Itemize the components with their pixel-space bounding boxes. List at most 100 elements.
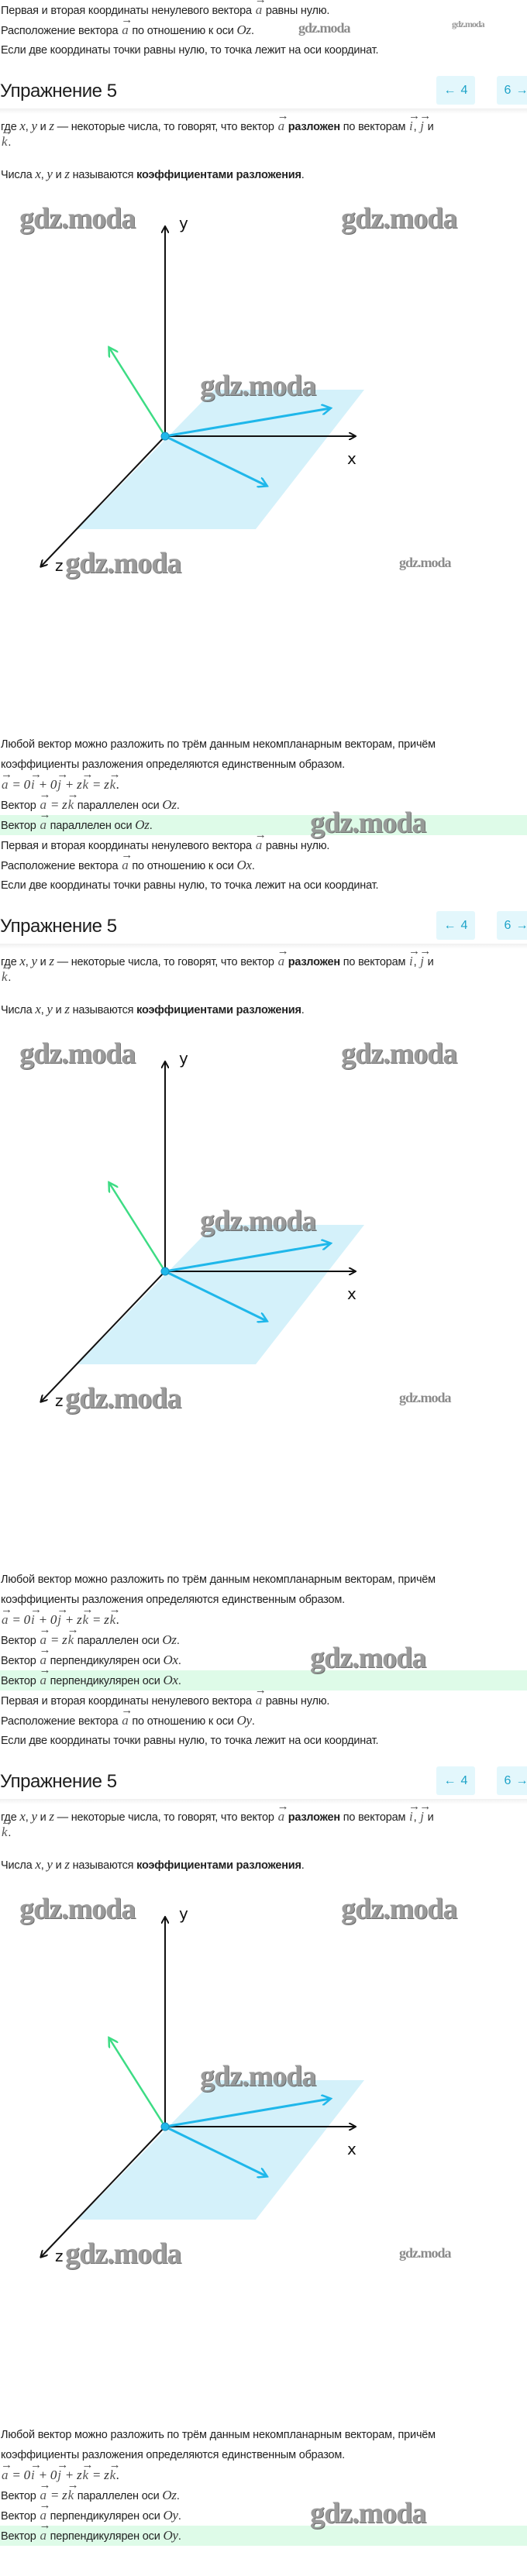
text: и (36, 1811, 50, 1824)
text: Любой вектор можно разложить по трём дан… (1, 1573, 436, 1586)
text: Числа (1, 169, 36, 181)
z-axis-label: z (55, 1391, 64, 1410)
text: по отношению к оси (129, 860, 237, 872)
arrow-right-icon: → (515, 84, 527, 97)
math-expression: Oz (135, 817, 150, 832)
text: Расположение вектора (1, 1715, 122, 1728)
next-exercise-button[interactable]: 6→ (497, 1766, 527, 1795)
next-exercise-number: 6 (504, 1774, 512, 1787)
text-line: k. (0, 959, 527, 985)
text: Вектор (1, 2490, 40, 2502)
exercise-title: Упражнение 5 (0, 916, 117, 937)
text: и (52, 1004, 65, 1016)
math-expression: y (46, 167, 53, 181)
text: . (251, 860, 255, 872)
next-exercise-button[interactable]: 6→ (497, 911, 527, 940)
prev-exercise-button[interactable]: ←4 (436, 76, 475, 105)
text-line: k. (0, 1814, 527, 1840)
math-expression: z (49, 954, 54, 968)
text-line: Первая и вторая координаты ненулевого ве… (0, 1680, 527, 1711)
text-line: Любой вектор можно разложить по трём дан… (0, 734, 527, 755)
text-line: Если две координаты точки равны нулю, то… (0, 1731, 527, 1751)
text-line: где x, y и z — некоторые числа, то говор… (0, 944, 527, 969)
text: , (25, 956, 32, 968)
text: называются (69, 1859, 137, 1872)
y-axis-label: y (179, 1049, 188, 1068)
text: . (8, 972, 12, 984)
prev-exercise-button[interactable]: ←4 (436, 911, 475, 940)
text-line: k. (0, 124, 527, 150)
math-expression: x (19, 954, 26, 968)
text-line: Расположение вектора a по отношению к ос… (0, 1701, 527, 1731)
text: Любой вектор можно разложить по трём дан… (1, 2429, 436, 2441)
vector-symbol: i (408, 1799, 419, 1825)
exercise-section: Упражнение 5 ←4 6→ где x, y и z — некото… (0, 1764, 527, 2546)
next-exercise-number: 6 (504, 84, 512, 97)
plane (78, 2080, 364, 2220)
y-axis-label: y (179, 1904, 188, 1923)
text: , (40, 1859, 47, 1872)
text: и (52, 169, 65, 181)
math-expression: z (64, 167, 70, 181)
math-expression: y (31, 954, 37, 968)
arrow-right-icon: → (515, 919, 527, 932)
text-line: Расположение вектора a по отношению к ос… (0, 845, 527, 875)
vector-symbol: k (109, 2455, 121, 2485)
next-exercise-button[interactable]: 6→ (497, 76, 527, 105)
text-line: Любой вектор можно разложить по трём дан… (0, 1570, 527, 1590)
vector-symbol: a (39, 2516, 50, 2546)
text: , (413, 121, 420, 133)
text: по векторам (339, 956, 409, 968)
math-expression: = 0 (9, 2468, 30, 2482)
text: Вектор (1, 820, 40, 832)
text: по векторам (339, 121, 409, 133)
watermark: gdz.moda (65, 2237, 181, 2270)
vector-symbol: k (67, 785, 79, 815)
green-vector (109, 2038, 167, 2127)
prev-exercise-button[interactable]: ←4 (436, 1766, 475, 1795)
text: . (176, 1635, 180, 1647)
origin-point (160, 432, 170, 441)
bold-term: коэффициентами разложения (136, 1859, 301, 1872)
diagram-svg (0, 1021, 364, 1570)
next-exercise-number: 6 (504, 919, 512, 932)
text-line: Числа x, y и z называются коэффициентами… (0, 1857, 527, 1873)
math-expression: Ox (163, 1653, 178, 1667)
text: коэффициенты разложения определяются еди… (1, 758, 345, 771)
text: коэффициенты разложения определяются еди… (1, 1594, 345, 1606)
z-axis-label: z (55, 2247, 64, 2265)
text: . (8, 1827, 12, 1839)
text-line: Числа x, y и z называются коэффициентами… (0, 167, 527, 182)
x-axis-label: x (347, 1285, 356, 1303)
y-axis-label: y (179, 214, 188, 232)
prev-exercise-number: 4 (460, 84, 468, 97)
theory-intro: где x, y и z — некоторые числа, то говор… (0, 944, 527, 1017)
text: , (413, 956, 420, 968)
z-axis (41, 435, 166, 566)
text-line: Первая и вторая координаты ненулевого ве… (0, 825, 527, 855)
text-line: a = 0i + 0j + zk = zk. (0, 765, 527, 795)
vector-symbol: k (1, 1814, 12, 1840)
math-expression: y (46, 1002, 53, 1016)
text: , (40, 169, 47, 181)
green-vector (109, 348, 167, 437)
text-line: Если две координаты точки равны нулю, то… (0, 40, 527, 60)
text: . (177, 1675, 181, 1687)
z-axis (41, 2126, 166, 2257)
text: и (424, 956, 434, 968)
watermark: gdz.moda (19, 1037, 136, 1070)
text-line: Вектор a перпендикулярен оси Ox. (0, 1640, 527, 1670)
text: . (301, 169, 305, 181)
solution-text: Любой вектор можно разложить по трём дан… (0, 734, 527, 896)
math-expression: Oy (236, 1713, 252, 1728)
exercise-title: Упражнение 5 (0, 1771, 117, 1792)
vector-symbol: a (277, 1799, 289, 1825)
blue-vector-2 (164, 435, 267, 486)
plane (78, 1225, 364, 1364)
math-expression: = z (46, 1632, 67, 1647)
blue-vector-2 (164, 2125, 267, 2176)
math-expression: = 0 (9, 1612, 30, 1627)
exercise-header: Упражнение 5 ←4 6→ (0, 74, 527, 108)
text-line: Вектор a = zk параллелен оси Oz. (0, 785, 527, 815)
text: , (40, 1004, 47, 1016)
